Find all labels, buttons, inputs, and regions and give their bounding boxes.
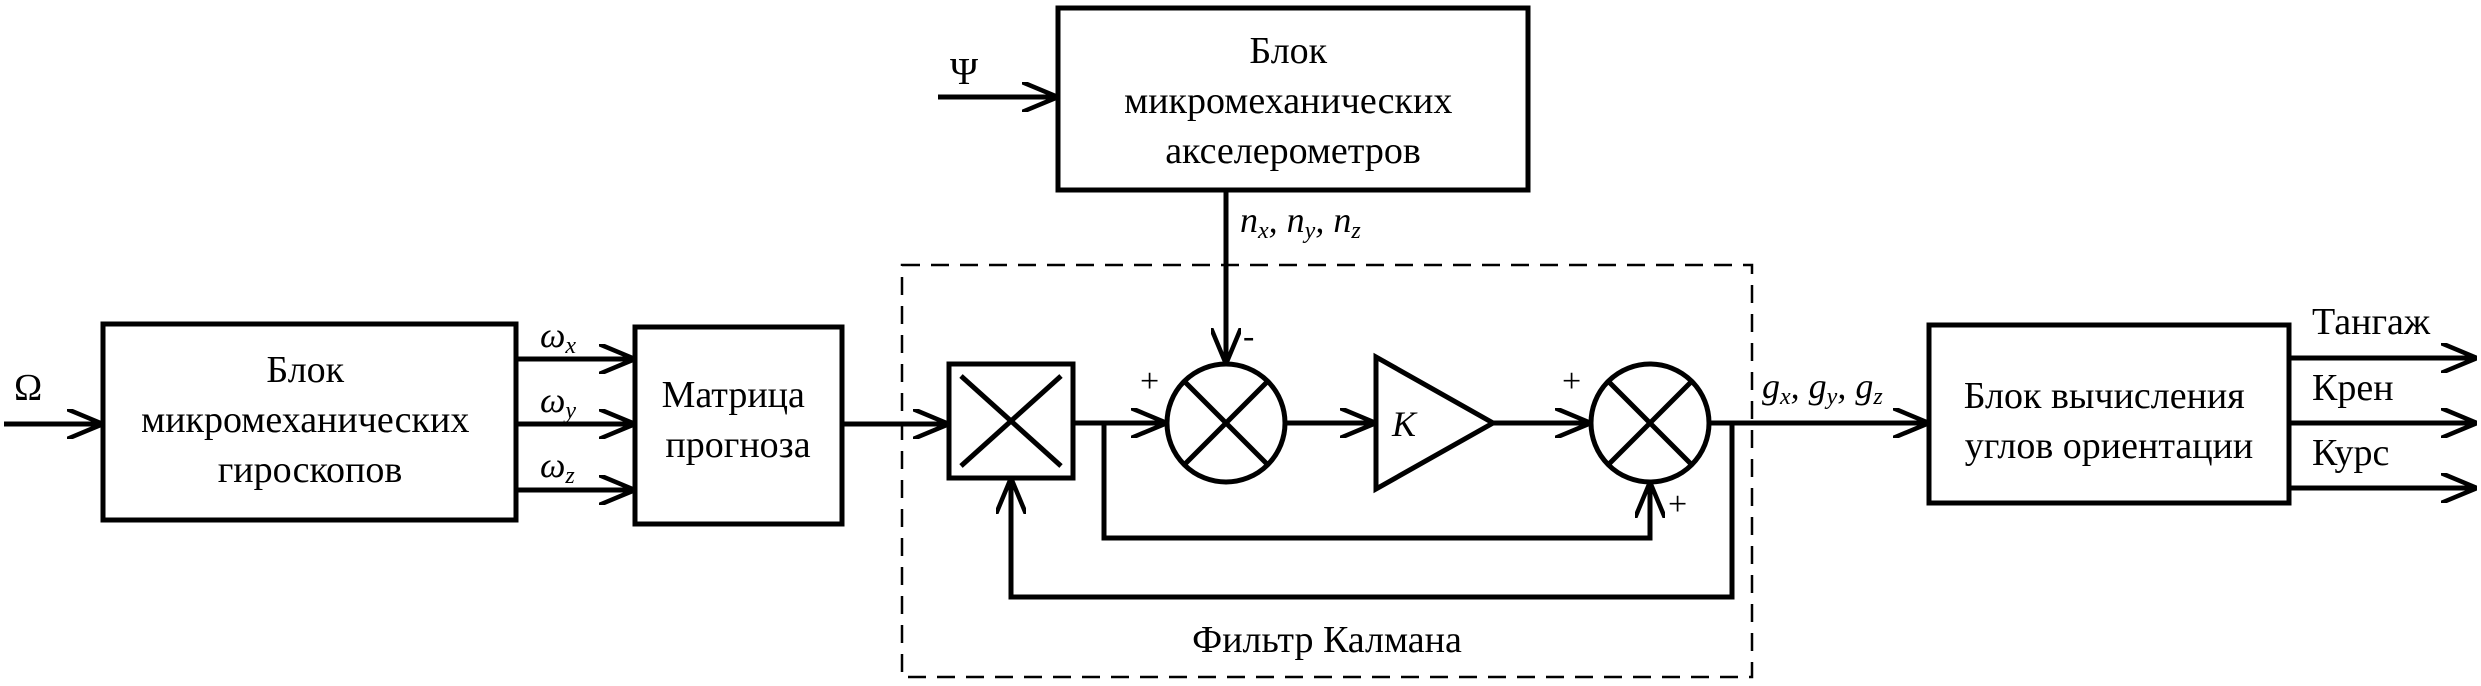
gyroscope-block-label: Блок микромеханических гироскопов — [141, 349, 479, 491]
pitch-output-label: Тангаж — [2312, 301, 2431, 343]
omega-y-label: ωy — [540, 380, 576, 424]
roll-output-label: Крен — [2312, 367, 2394, 409]
omega-input-label: Ω — [14, 367, 42, 409]
gain-label: K — [1391, 404, 1418, 444]
outer-feedback-line — [1011, 423, 1735, 600]
yaw-output-label: Курс — [2312, 432, 2389, 474]
kalman-filter-label: Фильтр Калмана — [1192, 619, 1462, 661]
gain-block — [1373, 352, 1499, 494]
kalman-outputs-label: gx, gy, gz — [1762, 366, 1883, 410]
orientation-block — [1926, 322, 2292, 506]
prediction-matrix-label: Матрица прогноза — [662, 374, 815, 466]
sum2-plus-bottom-sign: + — [1668, 486, 1687, 523]
kalman-filter-region — [900, 263, 1754, 679]
accelerometer-block — [1055, 5, 1531, 193]
omega-x-label: ωx — [540, 315, 576, 359]
orientation-block-label: Блок вычисления углов ориентации — [1964, 375, 2255, 467]
sum2-plus-left-sign: + — [1562, 363, 1581, 400]
sum1-cross-b — [1182, 379, 1270, 467]
psi-input-label: Ψ — [950, 51, 978, 93]
sum1-plus-sign: + — [1140, 363, 1159, 400]
accel-outputs-label: nx, ny, nz — [1240, 200, 1361, 244]
accelerometer-block-label: Блок микромеханических акселерометров — [1124, 30, 1462, 172]
omega-z-label: ωz — [540, 445, 575, 489]
sum2-cross-b — [1606, 379, 1694, 467]
inner-feedback-line — [1101, 423, 1650, 541]
sum1-minus-sign: - — [1243, 318, 1254, 355]
multiplier-cross-b — [959, 374, 1063, 468]
